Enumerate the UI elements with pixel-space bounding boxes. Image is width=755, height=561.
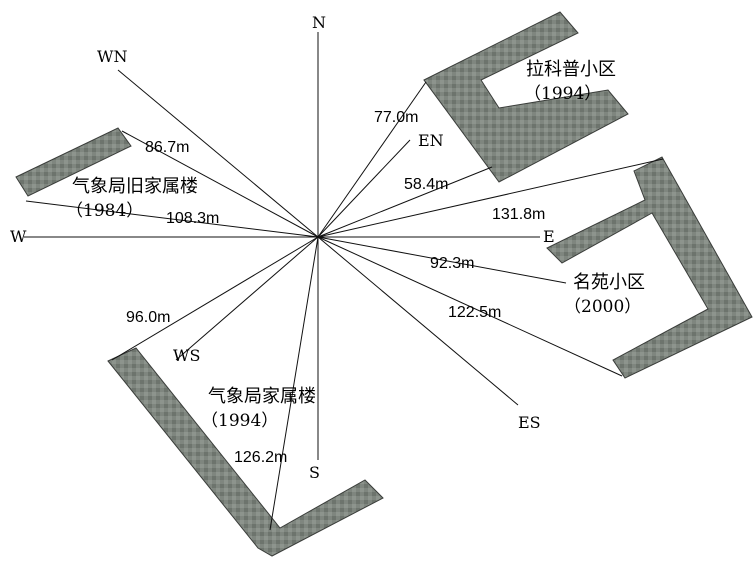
direction-labels: N S E W WN EN WS ES (10, 13, 555, 482)
mingyuan-name: 名苑小区 (573, 272, 645, 293)
compass-rays (24, 32, 540, 460)
old-met-name: 气象局旧家属楼 (72, 176, 198, 197)
met-name: 气象局家属楼 (208, 386, 316, 407)
line-86-7 (121, 130, 319, 238)
dist-131-8: 131.8m (492, 206, 545, 223)
building-mingyuan-main (546, 156, 753, 379)
buildings (15, 11, 753, 557)
distance-labels: 86.7m 108.3m 77.0m 58.4m 131.8m 92.3m 12… (126, 109, 545, 466)
building-labels: 气象局旧家属楼 （1984） 拉科普小区 （1994） 名苑小区 （2000） … (66, 59, 645, 431)
ray-en (317, 139, 411, 238)
dist-77-0: 77.0m (374, 109, 418, 126)
label-e: E (543, 227, 555, 246)
dist-126-2: 126.2m (234, 449, 287, 466)
label-es: ES (518, 413, 541, 432)
building-lakepu (423, 11, 629, 183)
line-108-3 (25, 200, 319, 238)
ray-es (317, 236, 519, 406)
label-s: S (309, 463, 320, 482)
lakepu-name: 拉科普小区 (526, 59, 616, 80)
building-old-met (15, 127, 132, 197)
line-77-0 (317, 81, 427, 238)
ray-ws (175, 236, 319, 361)
label-n: N (312, 13, 326, 32)
line-58-4 (317, 166, 493, 238)
label-ws: WS (173, 346, 200, 365)
line-96-0 (111, 236, 319, 361)
label-en: EN (418, 131, 444, 150)
met-year: （1994） (201, 411, 278, 431)
distance-lines (25, 81, 664, 531)
building-met (107, 347, 384, 557)
dist-86-7: 86.7m (145, 139, 189, 156)
dist-122-5: 122.5m (448, 304, 501, 321)
line-126-2 (269, 236, 319, 531)
ray-wn (117, 69, 319, 238)
mingyuan-year: （2000） (564, 297, 641, 317)
dist-92-3: 92.3m (430, 255, 474, 272)
label-w: W (10, 227, 27, 246)
line-122-5 (317, 236, 623, 377)
dist-96-0: 96.0m (126, 309, 170, 326)
dist-58-4: 58.4m (404, 176, 448, 193)
line-92-3 (317, 236, 567, 284)
old-met-year: （1984） (66, 201, 143, 221)
label-wn: WN (97, 47, 127, 66)
dist-108-3: 108.3m (166, 210, 219, 227)
line-131-8 (317, 158, 664, 238)
lakepu-year: （1994） (524, 84, 601, 104)
